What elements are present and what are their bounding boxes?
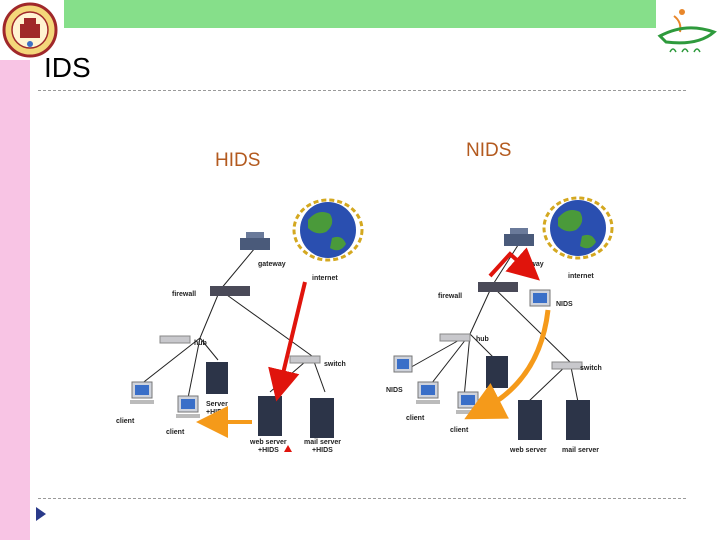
hids-label-server-line1: Server (206, 401, 228, 408)
hids-label-switch: switch (324, 361, 346, 368)
hids-firewall-icon (210, 286, 250, 296)
nids-sensor-top-icon (529, 289, 551, 307)
hids-label-internet: internet (312, 275, 338, 282)
hids-gateway-icon (240, 232, 270, 250)
nids-label-mail: mail server (562, 447, 599, 454)
hids-client2-icon (176, 395, 200, 418)
nids-red-detect-arrow (488, 247, 540, 281)
nids-label-nids-left: NIDS (386, 387, 403, 394)
nids-web-server-icon (518, 400, 542, 440)
hids-label-server-line2: +HIDS (206, 409, 227, 416)
hids-label-gateway: gateway (258, 261, 286, 268)
nids-label-internet: internet (568, 273, 594, 280)
faculty-logo (657, 9, 717, 53)
top-accent-bar (64, 0, 656, 28)
hids-hub-icon (159, 335, 191, 344)
nids-label-client1: client (406, 415, 425, 422)
hids-red-attack-arrow (268, 281, 307, 402)
hids-label-mail-line2: +HIDS (312, 447, 333, 454)
nids-hub-icon (439, 333, 471, 342)
hids-web-server-icon (258, 396, 282, 436)
top-divider (38, 90, 686, 91)
bullet-arrow-icon (36, 507, 46, 521)
hids-label-client1: client (116, 418, 135, 425)
left-accent-bar (0, 60, 30, 540)
nids-label-client2: client (450, 427, 469, 434)
nids-orange-attack-arrow (464, 309, 551, 420)
network-diagram: HIDS internet gateway firewall (116, 140, 614, 454)
hids-internet-globe-icon (292, 198, 364, 262)
hids-server-icon (206, 362, 228, 394)
hids-label-client2: client (166, 429, 185, 436)
nids-heading: NIDS (466, 140, 511, 161)
hids-label-mail-line1: mail server (304, 439, 341, 446)
nids-client2-icon (456, 391, 480, 414)
nids-label-hub: hub (476, 336, 489, 343)
hids-alert-icon (284, 445, 292, 452)
nids-firewall-icon (478, 282, 518, 292)
hids-switch-icon (289, 355, 321, 364)
university-seal-logo (2, 2, 58, 58)
nids-sensor-left-icon (393, 355, 413, 373)
nids-switch-icon (551, 361, 583, 370)
nids-label-nids-top: NIDS (556, 301, 573, 308)
hids-label-web-line2: +HIDS (258, 447, 279, 454)
hids-client1-icon (130, 381, 154, 404)
nids-internet-globe-icon (542, 196, 614, 260)
hids-panel: HIDS internet gateway firewall (116, 150, 364, 454)
hids-label-hub: hub (194, 340, 207, 347)
slide-title: IDS (44, 52, 91, 83)
hids-label-web-line1: web server (249, 439, 287, 446)
nids-server-icon (486, 356, 508, 388)
hids-label-firewall: firewall (172, 291, 196, 298)
nids-gateway-icon (504, 228, 534, 246)
hids-mail-server-icon (310, 398, 334, 438)
nids-label-firewall: firewall (438, 293, 462, 300)
nids-panel: NIDS internet gateway firewall (386, 140, 614, 454)
hids-heading: HIDS (215, 150, 260, 171)
bottom-divider (38, 498, 686, 499)
nids-label-switch: switch (580, 365, 602, 372)
nids-client1-icon (416, 381, 440, 404)
nids-mail-server-icon (566, 400, 590, 440)
nids-label-web: web server (509, 447, 547, 454)
